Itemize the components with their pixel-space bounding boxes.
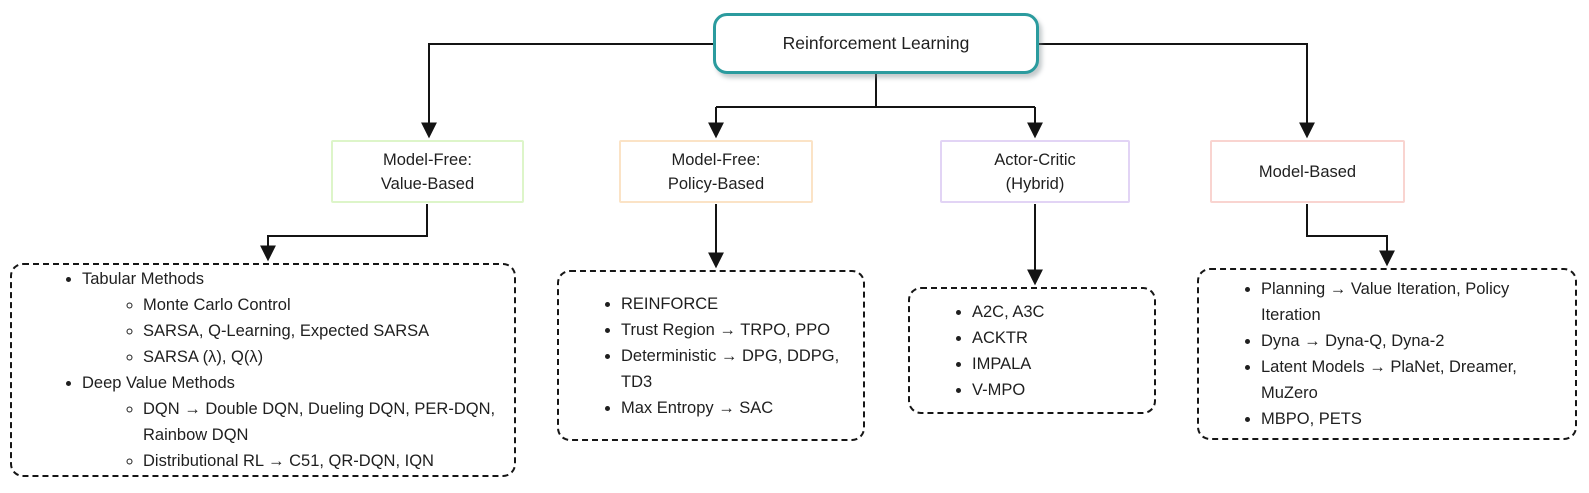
- list-item: Tabular Methods Monte Carlo Control SARS…: [82, 266, 504, 370]
- category-label-line1: Model-Free:: [671, 150, 761, 169]
- category-label-line2: Value-Based: [380, 174, 475, 193]
- root-node-label: Reinforcement Learning: [782, 33, 970, 53]
- list-item-text: Dyna → Dyna-Q, Dyna-2: [1261, 332, 1445, 350]
- category-node-actor-critic-hybrid: Actor-Critic (Hybrid): [940, 140, 1130, 203]
- list-item-text: Trust Region → TRPO, PPO: [621, 320, 831, 339]
- list-item-text: Deterministic → DPG, DDPG, TD3: [621, 346, 840, 391]
- list-item-text: Planning → Value Iteration, Policy Itera…: [1261, 280, 1510, 324]
- list-item: ACKTR: [972, 325, 1142, 351]
- list-item: A2C, A3C: [972, 299, 1142, 325]
- list-item-text: ACKTR: [972, 328, 1028, 347]
- list-item-text: Monte Carlo Control: [143, 296, 291, 314]
- category-node-model-free-value-based: Model-Free: Value-Based: [331, 140, 524, 203]
- category-label-line1: Actor-Critic: [994, 150, 1076, 169]
- list-item: Monte Carlo Control: [143, 292, 504, 318]
- list-item: REINFORCE: [621, 291, 851, 317]
- list-item: SARSA (λ), Q(λ): [143, 344, 504, 370]
- list-item-text: A2C, A3C: [972, 302, 1045, 321]
- list-item: Trust Region → TRPO, PPO: [621, 317, 851, 343]
- category-label-line2: (Hybrid): [1005, 174, 1065, 193]
- list-item: Planning → Value Iteration, Policy Itera…: [1261, 276, 1563, 328]
- root-node-reinforcement-learning: Reinforcement Learning: [713, 13, 1039, 74]
- category-label-line1: Model-Based: [1258, 162, 1357, 181]
- list-item-text: V-MPO: [972, 380, 1026, 399]
- category-label-line2: Policy-Based: [667, 174, 765, 193]
- list-item: Max Entropy → SAC: [621, 395, 851, 421]
- list-item: V-MPO: [972, 377, 1142, 403]
- edge-model-based-to-leaf: [1306, 204, 1395, 267]
- list-item: Latent Models → PlaNet, Dreamer, MuZero: [1261, 354, 1563, 406]
- list-item: Dyna → Dyna-Q, Dyna-2: [1261, 328, 1563, 354]
- leaf-box-policy-based-methods: REINFORCE Trust Region → TRPO, PPO Deter…: [557, 270, 865, 441]
- category-node-model-free-policy-based: Model-Free: Policy-Based: [619, 140, 813, 203]
- leaf-box-actor-critic-methods: A2C, A3C ACKTR IMPALA V-MPO: [908, 287, 1156, 414]
- list-item-text: DQN → Double DQN, Dueling DQN, PER-DQN, …: [143, 400, 496, 444]
- edge-root-to-model-based: [1039, 43, 1315, 139]
- list-item: MBPO, PETS: [1261, 406, 1563, 432]
- edge-value-based-to-leaf: [260, 204, 428, 262]
- list-item: Distributional RL → C51, QR-DQN, IQN: [143, 448, 504, 474]
- list-item-text: Latent Models → PlaNet, Dreamer, MuZero: [1261, 358, 1517, 402]
- list-item-text: Distributional RL → C51, QR-DQN, IQN: [143, 452, 434, 470]
- list-item-text: IMPALA: [972, 354, 1032, 373]
- category-label-line1: Model-Free:: [383, 150, 472, 169]
- list-item-text: Max Entropy → SAC: [621, 398, 774, 417]
- leaf-box-value-based-methods: Tabular Methods Monte Carlo Control SARS…: [10, 263, 516, 477]
- list-item-text: Tabular Methods: [82, 270, 204, 288]
- list-item-text: SARSA, Q-Learning, Expected SARSA: [143, 322, 430, 340]
- list-item-text: Deep Value Methods: [82, 374, 235, 392]
- edge-root-to-value-based: [421, 43, 713, 139]
- list-item-text: MBPO, PETS: [1261, 410, 1362, 428]
- list-item: SARSA, Q-Learning, Expected SARSA: [143, 318, 504, 344]
- list-item-text: REINFORCE: [621, 294, 719, 313]
- list-item: IMPALA: [972, 351, 1142, 377]
- leaf-box-model-based-methods: Planning → Value Iteration, Policy Itera…: [1197, 268, 1577, 440]
- category-node-model-based: Model-Based: [1210, 140, 1405, 203]
- list-item: Deep Value Methods DQN → Double DQN, Due…: [82, 370, 504, 474]
- list-item: DQN → Double DQN, Dueling DQN, PER-DQN, …: [143, 396, 504, 448]
- list-item-text: SARSA (λ), Q(λ): [143, 348, 264, 366]
- list-item: Deterministic → DPG, DDPG, TD3: [621, 343, 851, 395]
